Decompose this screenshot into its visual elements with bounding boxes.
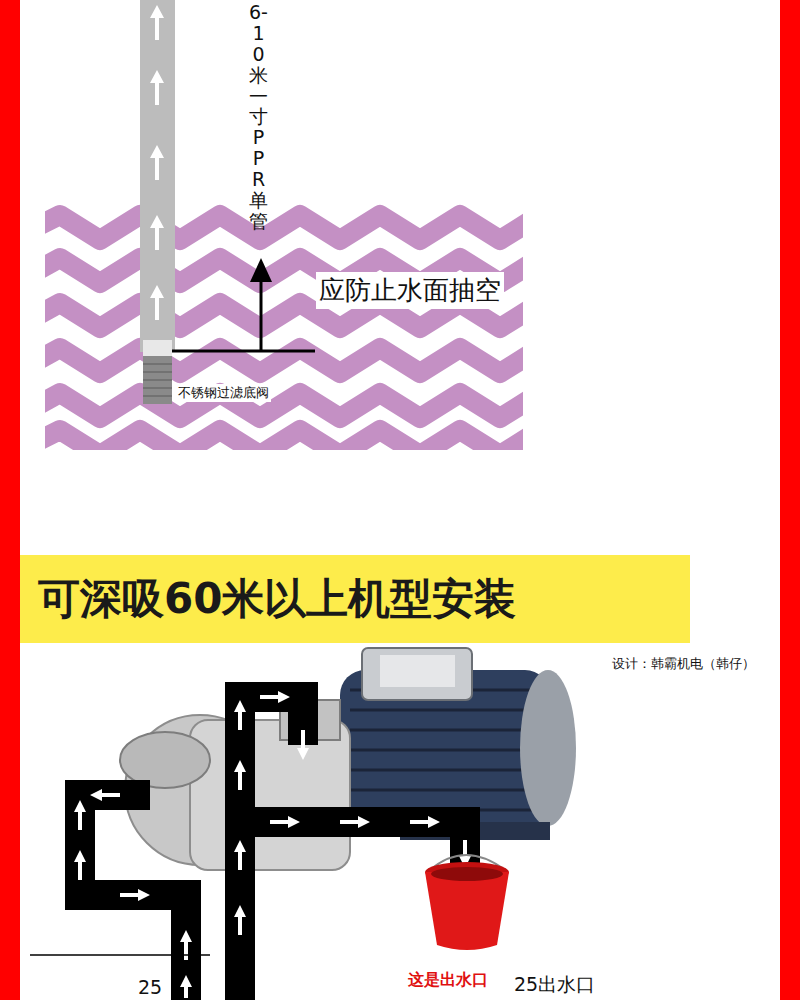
filter-valve (143, 356, 172, 404)
dimension-label: 25出水口 (514, 972, 595, 998)
red-border (0, 0, 20, 1000)
leader-arrow (260, 278, 263, 351)
water-line (172, 350, 315, 353)
dimension-label: 25 (136, 976, 164, 998)
red-border (780, 0, 800, 1000)
flow-arrows (74, 691, 471, 998)
leader-arrow (250, 258, 272, 282)
flow-arrows (150, 5, 164, 320)
part-name: 不锈钢过滤底阀 (176, 384, 271, 402)
water-waves (45, 215, 523, 450)
filter-mesh (143, 364, 172, 396)
ppr-pipe (140, 0, 175, 352)
title-band (20, 555, 690, 643)
warning-note: 应防止水面抽空 (316, 272, 504, 309)
pipe-label: 6-10米一寸PPR单管 (249, 2, 268, 232)
filter-valve (143, 340, 172, 358)
banner-title: 可深吸60米以上机型安装 (38, 571, 516, 627)
designer-credit: 设计：韩霸机电（韩仔） (612, 655, 755, 673)
outlet-note: 这是出水口 (408, 970, 488, 991)
ground-line (30, 954, 210, 956)
red-bucket (425, 855, 509, 950)
